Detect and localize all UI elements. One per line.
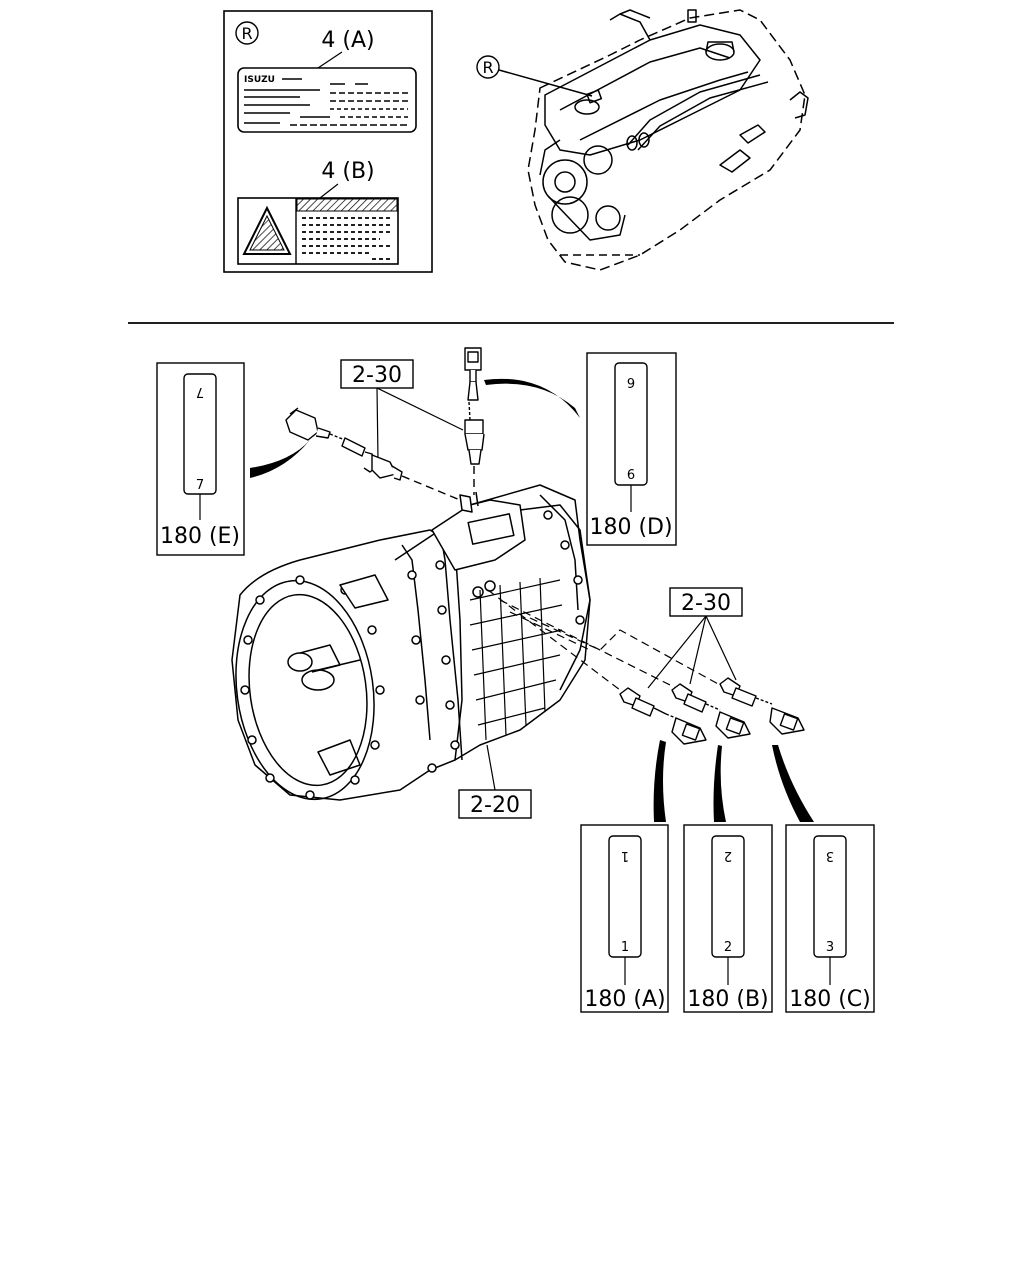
- tag-e-bottom-mark: 7: [196, 478, 204, 493]
- leader-b: [713, 745, 726, 822]
- tag-e-top-mark: 7: [196, 384, 204, 399]
- label-b-callout: 4 (B): [321, 159, 374, 184]
- tag-e-caption: 180 (E): [160, 524, 240, 549]
- svg-text:R: R: [482, 58, 493, 77]
- leader-e: [250, 440, 310, 478]
- svg-text:2-30: 2-30: [681, 591, 731, 616]
- tag-d-bottom-mark: 6: [627, 468, 635, 483]
- leader-c: [772, 745, 814, 822]
- warning-label-plate: [237, 197, 399, 265]
- tag-c-top-mark: 3: [826, 848, 834, 863]
- isuzu-label-plate: ISUZU: [237, 67, 417, 133]
- tag-180-c: 3 3 180 (C): [785, 824, 875, 1013]
- top-sensors: [285, 347, 485, 501]
- labels-panel: R 4 (A) ISUZU 4 (B): [223, 10, 433, 273]
- tag-d-caption: 180 (D): [589, 515, 672, 540]
- svg-text:2-30: 2-30: [352, 363, 402, 388]
- tag-a-top-mark: 1: [621, 848, 629, 863]
- tag-180-a: 1 1 180 (A): [580, 824, 669, 1013]
- tag-c-caption: 180 (C): [789, 987, 871, 1012]
- sensor-c: [719, 677, 805, 735]
- tag-b-top-mark: 2: [724, 848, 732, 863]
- sensor-b: [671, 683, 751, 739]
- sensor-d: [464, 347, 485, 495]
- sensor-a: [619, 687, 707, 745]
- tag-b-bottom-mark: 2: [724, 940, 732, 955]
- tag-a-caption: 180 (A): [584, 987, 665, 1012]
- sensor-callout-bottom: 2-30: [647, 587, 743, 689]
- bottom-sensors: [619, 677, 805, 745]
- engine-marker: R: [476, 55, 500, 79]
- brand-text: ISUZU: [244, 75, 275, 85]
- tag-b-caption: 180 (B): [687, 987, 768, 1012]
- tag-c-bottom-mark: 3: [826, 940, 834, 955]
- tag-180-b: 2 2 180 (B): [683, 824, 773, 1013]
- sensor-callout-top: 2-30: [340, 359, 464, 461]
- leader-d: [484, 378, 580, 418]
- transmission-drawing: [231, 484, 721, 801]
- transmission-callout: 2-20: [458, 744, 532, 819]
- label-a-callout: 4 (A): [321, 28, 374, 53]
- tag-d-top-mark: 6: [627, 374, 635, 389]
- engine-drawing: R: [476, 9, 809, 271]
- svg-text:R: R: [241, 24, 252, 43]
- leader-a: [653, 740, 666, 822]
- tag-180-e: 7 7 180 (E): [156, 362, 245, 556]
- registered-marker: R: [235, 21, 259, 45]
- sensor-e: [285, 407, 461, 501]
- tag-180-d: 6 6 180 (D): [586, 352, 677, 546]
- svg-text:2-20: 2-20: [470, 793, 520, 818]
- tag-a-bottom-mark: 1: [621, 940, 629, 955]
